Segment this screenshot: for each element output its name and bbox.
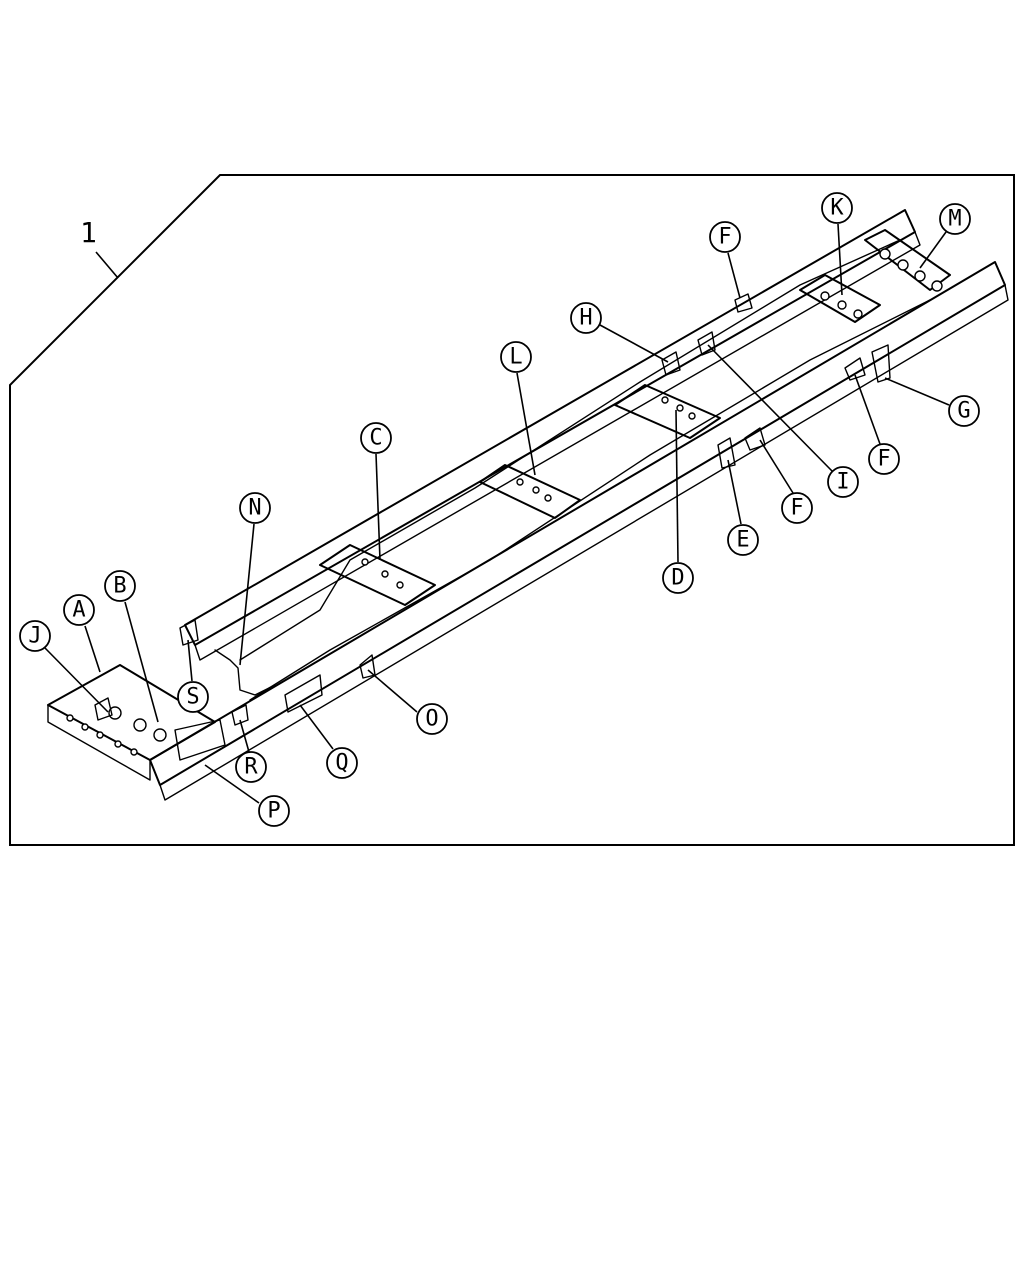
bracket-p xyxy=(174,719,226,761)
svg-text:P: P xyxy=(267,799,280,824)
callout-i: I xyxy=(827,466,859,498)
svg-text:Q: Q xyxy=(335,751,348,776)
far-side-rail xyxy=(184,209,916,646)
diagram-border xyxy=(9,174,1015,846)
svg-text:F: F xyxy=(790,496,803,521)
svg-text:F: F xyxy=(877,447,890,472)
bracket-f-lower xyxy=(744,427,766,451)
bracket-h xyxy=(661,351,681,376)
svg-text:H: H xyxy=(579,306,592,331)
callout-n: N xyxy=(239,492,271,524)
svg-text:O: O xyxy=(425,707,438,732)
rear-crossmember-holes xyxy=(66,706,167,756)
svg-text:I: I xyxy=(836,470,849,495)
svg-text:D: D xyxy=(671,566,684,591)
callout-f-lower: F xyxy=(781,492,813,524)
bracket-j xyxy=(94,697,113,721)
callout-d: D xyxy=(662,562,694,594)
callout-j: J xyxy=(19,620,51,652)
callout-c: C xyxy=(360,422,392,454)
assembly-number-leader xyxy=(95,251,119,279)
callout-b: B xyxy=(104,570,136,602)
bracket-f-mid xyxy=(844,357,866,381)
bracket-s xyxy=(179,619,199,646)
callout-p: P xyxy=(258,795,290,827)
svg-text:A: A xyxy=(72,598,85,623)
bracket-e xyxy=(717,437,736,469)
callout-r: R xyxy=(235,751,267,783)
callout-f-top: F xyxy=(709,221,741,253)
callout-q: Q xyxy=(326,747,358,779)
svg-text:J: J xyxy=(28,624,41,649)
callout-f-right: F xyxy=(868,443,900,475)
svg-text:G: G xyxy=(957,399,970,424)
callout-e: E xyxy=(727,524,759,556)
bracket-q xyxy=(284,674,323,713)
bracket-r xyxy=(231,704,249,726)
bracket-i xyxy=(697,331,716,356)
callouts: A B C D E F xyxy=(19,192,980,827)
callout-o: O xyxy=(416,703,448,735)
front-crossmember xyxy=(864,229,951,291)
callout-k: K xyxy=(821,192,853,224)
chassis-frame xyxy=(47,209,1009,801)
callout-l: L xyxy=(500,341,532,373)
svg-text:L: L xyxy=(509,345,522,370)
callout-m: M xyxy=(939,203,971,235)
svg-text:E: E xyxy=(736,528,749,553)
svg-text:C: C xyxy=(369,426,382,451)
svg-text:F: F xyxy=(718,225,731,250)
svg-text:K: K xyxy=(830,196,844,221)
svg-text:B: B xyxy=(113,574,126,599)
crossmember-c xyxy=(319,544,436,606)
wire-harness-n xyxy=(214,649,276,696)
callout-g: G xyxy=(948,395,980,427)
crossmember-k xyxy=(799,274,881,323)
svg-text:M: M xyxy=(948,207,961,232)
assembly-number-label: 1 xyxy=(80,216,97,249)
bracket-f-top xyxy=(734,293,753,313)
crossmember-d xyxy=(614,384,721,439)
svg-text:S: S xyxy=(186,685,199,710)
callout-a: A xyxy=(63,594,95,626)
near-side-rail xyxy=(149,261,1006,786)
bracket-g xyxy=(871,344,891,383)
callout-s: S xyxy=(177,681,209,713)
svg-text:N: N xyxy=(248,496,261,521)
callout-h: H xyxy=(570,302,602,334)
svg-text:R: R xyxy=(244,755,258,780)
crossmember-l xyxy=(479,464,581,519)
